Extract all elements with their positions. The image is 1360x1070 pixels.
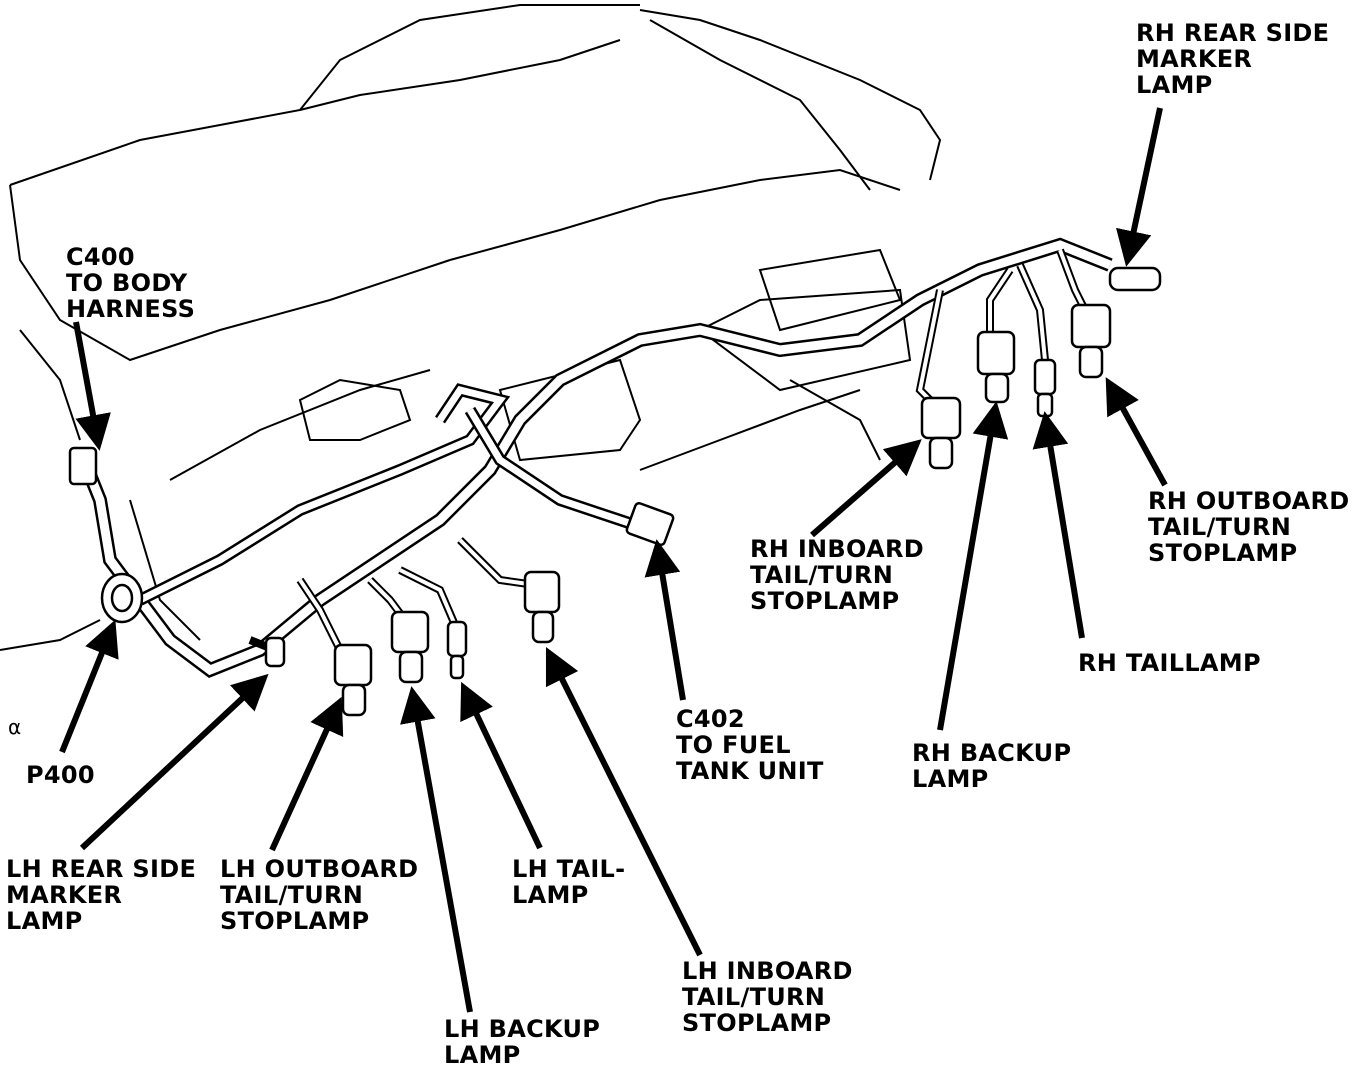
- lamp-sockets: [333, 303, 1112, 717]
- connectors: [68, 266, 1162, 668]
- rh-inboard-socket: [920, 396, 962, 470]
- arrow-rh-backup: [937, 401, 1009, 731]
- lh-backup-socket: [390, 610, 430, 684]
- corner-mark: α: [8, 715, 22, 739]
- lh-rear-side-marker-socket: [264, 636, 286, 668]
- arrow-rh-outboard: [1105, 377, 1168, 487]
- wire-harness: [73, 237, 1113, 678]
- arrow-lh-outboard: [269, 696, 344, 852]
- arrow-c400: [73, 321, 111, 451]
- lh-outboard-socket: [333, 643, 373, 717]
- label-rh-taillamp: RH TAILLAMP: [1078, 649, 1261, 677]
- callout-arrows: [59, 107, 1168, 1013]
- rh-rear-side-marker-socket: [1108, 266, 1162, 292]
- arrow-rh-taillamp: [1032, 411, 1085, 639]
- c402-connector: [625, 502, 675, 546]
- arrow-lh-backup: [400, 686, 473, 1013]
- rh-taillamp-socket: [1033, 358, 1057, 418]
- rh-backup-socket: [976, 330, 1016, 404]
- c400-connector: [68, 446, 98, 486]
- arrow-p400: [59, 619, 119, 754]
- arrow-rh-rear-side-marker: [1116, 107, 1163, 267]
- arrow-lh-inboard: [545, 646, 703, 957]
- arrow-lh-tail: [460, 681, 543, 850]
- arrow-lh-rear-side-marker: [79, 673, 269, 851]
- arrow-rh-inboard: [810, 439, 922, 538]
- rh-outboard-socket: [1070, 303, 1112, 379]
- arrow-c402: [644, 539, 686, 701]
- lh-inboard-socket: [523, 570, 561, 644]
- label-p400: P400: [26, 761, 95, 789]
- label-lh-taillamp: LH TAIL-LAMP: [512, 855, 626, 909]
- lh-taillamp-socket: [446, 620, 468, 680]
